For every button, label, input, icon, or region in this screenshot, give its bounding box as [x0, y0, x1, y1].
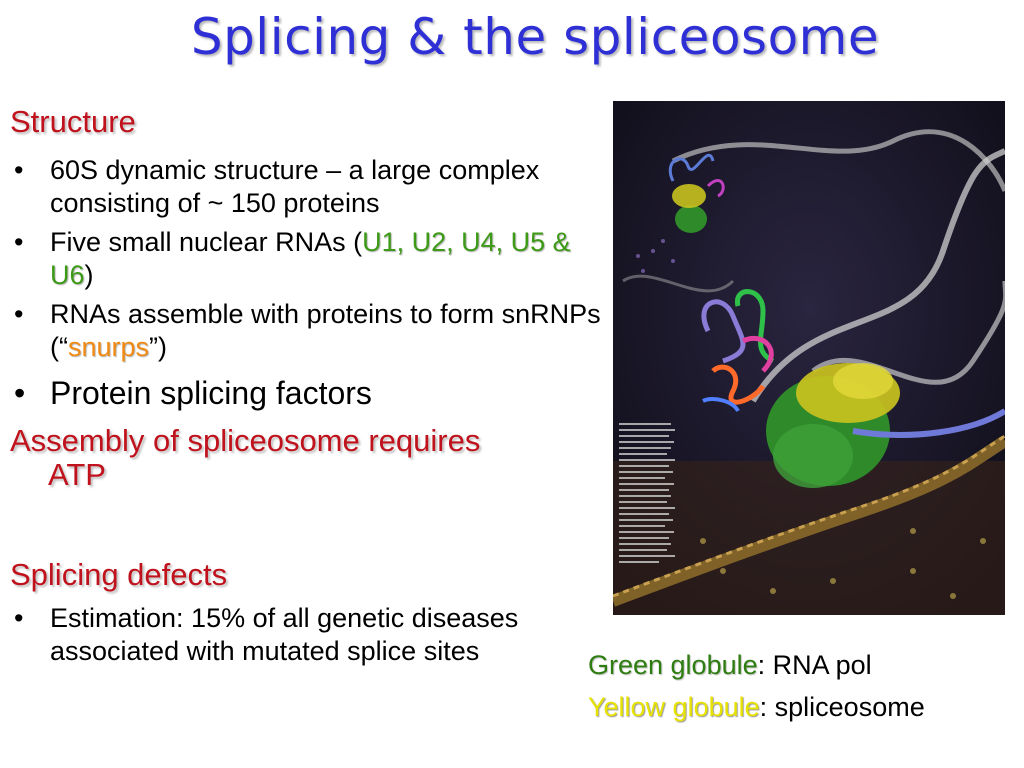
bullet-text-pre: Five small nuclear RNAs ( — [50, 227, 363, 257]
bullet-text-post: ) — [84, 260, 94, 290]
green-globule-label: Green globule — [588, 650, 758, 680]
caption-spliceosome: Yellow globule: spliceosome — [588, 692, 925, 723]
assembly-line-1: Assembly of spliceosome requires — [10, 423, 481, 458]
yellow-globule-label: Yellow globule — [588, 692, 760, 722]
bullet-item-defects-1: • Estimation: 15% of all genetic disease… — [14, 602, 554, 668]
bullet-text: Protein splicing factors — [50, 375, 372, 411]
spliceosome-illustration — [613, 101, 1005, 615]
slide-title: Splicing & the spliceosome — [190, 8, 880, 66]
assembly-statement: Assembly of spliceosome requires ATP — [10, 424, 480, 492]
bullet-item-structure-4: • Protein splicing factors — [14, 375, 614, 411]
bullet-icon: • — [14, 603, 24, 633]
caption-spliceosome-text: : spliceosome — [759, 692, 925, 722]
bullet-text: RNAs assemble with proteins to form snRN… — [50, 298, 614, 364]
caption-rna-pol-text: : RNA pol — [757, 650, 872, 680]
bullet-icon: • — [14, 375, 26, 411]
bullet-icon: • — [14, 299, 24, 329]
bullet-text: Five small nuclear RNAs (U1, U2, U4, U5 … — [50, 226, 574, 292]
bullet-item-structure-3: • RNAs assemble with proteins to form sn… — [14, 298, 614, 364]
structure-heading: Structure — [10, 104, 136, 139]
bullet-text-post: ”) — [149, 332, 168, 362]
bullet-item-structure-1: • 60S dynamic structure – a large comple… — [14, 154, 614, 220]
bullet-item-structure-2: • Five small nuclear RNAs (U1, U2, U4, U… — [14, 226, 574, 292]
caption-rna-pol: Green globule: RNA pol — [588, 650, 872, 681]
snrna-list-highlight: U1, U2, U4, U5 & U6 — [50, 227, 571, 290]
bullet-text: Estimation: 15% of all genetic diseases … — [50, 603, 519, 666]
bullet-icon: • — [14, 155, 24, 185]
bullet-icon: • — [14, 227, 24, 257]
illustration-graphic — [613, 101, 1005, 615]
bullet-text: 60S dynamic structure – a large complex … — [50, 155, 540, 218]
snurps-highlight: snurps — [67, 332, 150, 362]
defects-heading: Splicing defects — [10, 557, 228, 592]
assembly-line-2: ATP — [48, 457, 106, 492]
bullet-text-pre: RNAs assemble with proteins to form snRN… — [50, 299, 601, 362]
